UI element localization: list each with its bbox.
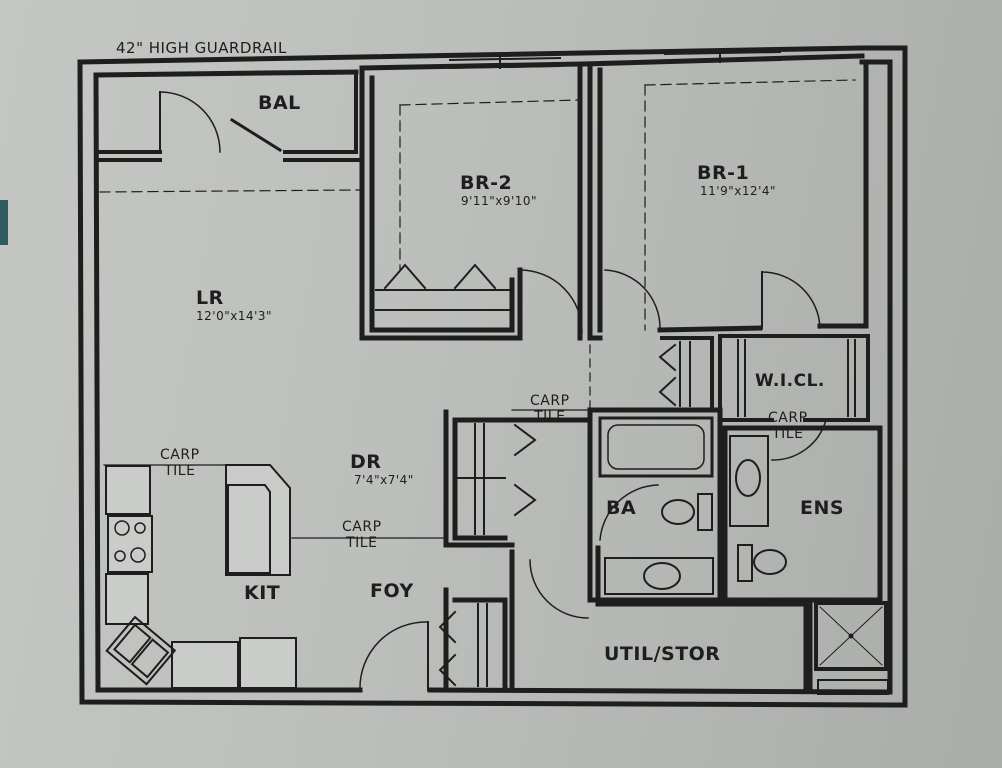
page-edge-mark: [0, 200, 8, 245]
room-label-dr: DR: [350, 451, 382, 473]
kitchen-sink: [105, 615, 177, 686]
room-label-br1: BR-1: [697, 162, 750, 184]
entry-door-swing: [359, 621, 429, 691]
floor-transition-label: CARP TILE: [160, 447, 200, 479]
room-label-bal: BAL: [258, 92, 301, 114]
exterior-walls: [77, 45, 908, 708]
room-label-ens: ENS: [800, 497, 845, 519]
bathtub: [598, 416, 714, 478]
room-dims-lr: 12'0"x14'3": [196, 309, 273, 323]
room-label-util: UTIL/STOR: [604, 643, 721, 665]
room-label-foy: FOY: [370, 580, 414, 602]
balcony-walls: [94, 70, 364, 162]
room-label-lr: LR: [196, 287, 224, 309]
hall-closet-walls: [443, 409, 593, 693]
room-dims-dr: 7'4"x7'4": [354, 473, 414, 487]
room-dims-br2: 9'11"x9'10": [461, 194, 538, 208]
room-dims-br1: 11'9"x12'4": [700, 184, 777, 198]
room-label-wicl: W.I.CL.: [755, 371, 825, 391]
util-walls: [509, 549, 809, 693]
floor-transition-label: CARP TILE: [768, 410, 808, 442]
room-label-ba: BA: [606, 497, 637, 519]
floor-transition-label: CARP TILE: [530, 393, 570, 425]
guardrail-note: 42" HIGH GUARDRAIL: [116, 39, 287, 57]
shower: [814, 601, 888, 671]
balcony-door-swing: [159, 91, 221, 153]
br1-walls: [579, 53, 869, 341]
bath-walls: [587, 407, 883, 693]
room-label-br2: BR-2: [460, 172, 513, 194]
kitchen-counters: [105, 464, 297, 689]
room-label-kit: KIT: [244, 582, 281, 604]
floor-transition-label: CARP TILE: [342, 519, 382, 551]
